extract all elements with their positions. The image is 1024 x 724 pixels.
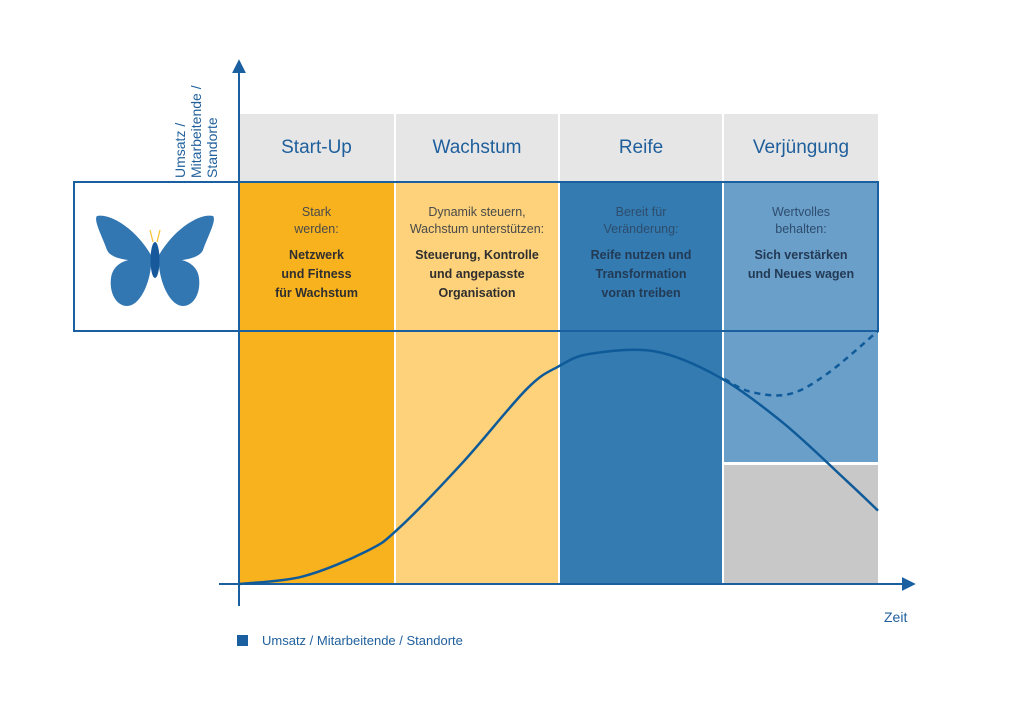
y-axis-label-text: Umsatz / Mitarbeitende / Standorte xyxy=(172,85,220,178)
phase-header-verjuengung: Verjüngung xyxy=(724,114,878,181)
phase-focus: Steuerung, Kontrolle und angepasste Orga… xyxy=(415,248,539,300)
phase-focus: Sich verstärken und Neues wagen xyxy=(747,248,855,281)
legend-swatch xyxy=(237,635,248,646)
legend: Umsatz / Mitarbeitende / Standorte xyxy=(237,633,463,648)
legend-label: Umsatz / Mitarbeitende / Standorte xyxy=(262,633,463,648)
phase-title: Verjüngung xyxy=(752,136,850,158)
phase-area-verjuengung xyxy=(724,181,878,462)
phase-lead: Wertvolles behalten: xyxy=(771,205,831,236)
lifecycle-curve xyxy=(238,348,879,586)
phase-header-reife: Reife xyxy=(560,114,722,181)
phase-lead: Dynamik steuern, Wachstum unterstützen: xyxy=(409,205,545,236)
phase-text-reife: Bereit für Veränderung: Reife nutzen und… xyxy=(560,204,722,303)
phase-focus: Netzwerk und Fitness für Wachstum xyxy=(275,248,358,300)
phase-area-start-up xyxy=(239,181,394,584)
phase-header-wachstum: Wachstum xyxy=(396,114,558,181)
butterfly-icon xyxy=(96,215,214,306)
rejuvenation-curve-dashed xyxy=(724,330,879,397)
y-axis-label: Umsatz / Mitarbeitende / Standorte xyxy=(172,60,232,180)
phase-header-start-up: Start-Up xyxy=(239,114,394,181)
phase-text-start-up: Stark werden: Netzwerk und Fitness für W… xyxy=(239,204,394,303)
phase-area-reife xyxy=(560,181,722,584)
phase-title: Reife xyxy=(618,136,664,158)
phase-text-verjuengung: Wertvolles behalten: Sich verstärken und… xyxy=(724,204,878,284)
phase-focus: Reife nutzen und Transformation voran tr… xyxy=(590,248,692,300)
phase-text-wachstum: Dynamik steuern, Wachstum unterstützen: … xyxy=(396,204,558,303)
phase-lead: Bereit für Veränderung: xyxy=(603,205,679,236)
phase-band-frame xyxy=(73,181,879,332)
x-axis-label: Zeit xyxy=(884,609,908,625)
phase-lead: Stark werden: xyxy=(294,205,339,236)
phase-area-wachstum xyxy=(396,181,558,584)
phase-title: Wachstum xyxy=(432,136,522,158)
phase-title: Start-Up xyxy=(281,136,352,158)
